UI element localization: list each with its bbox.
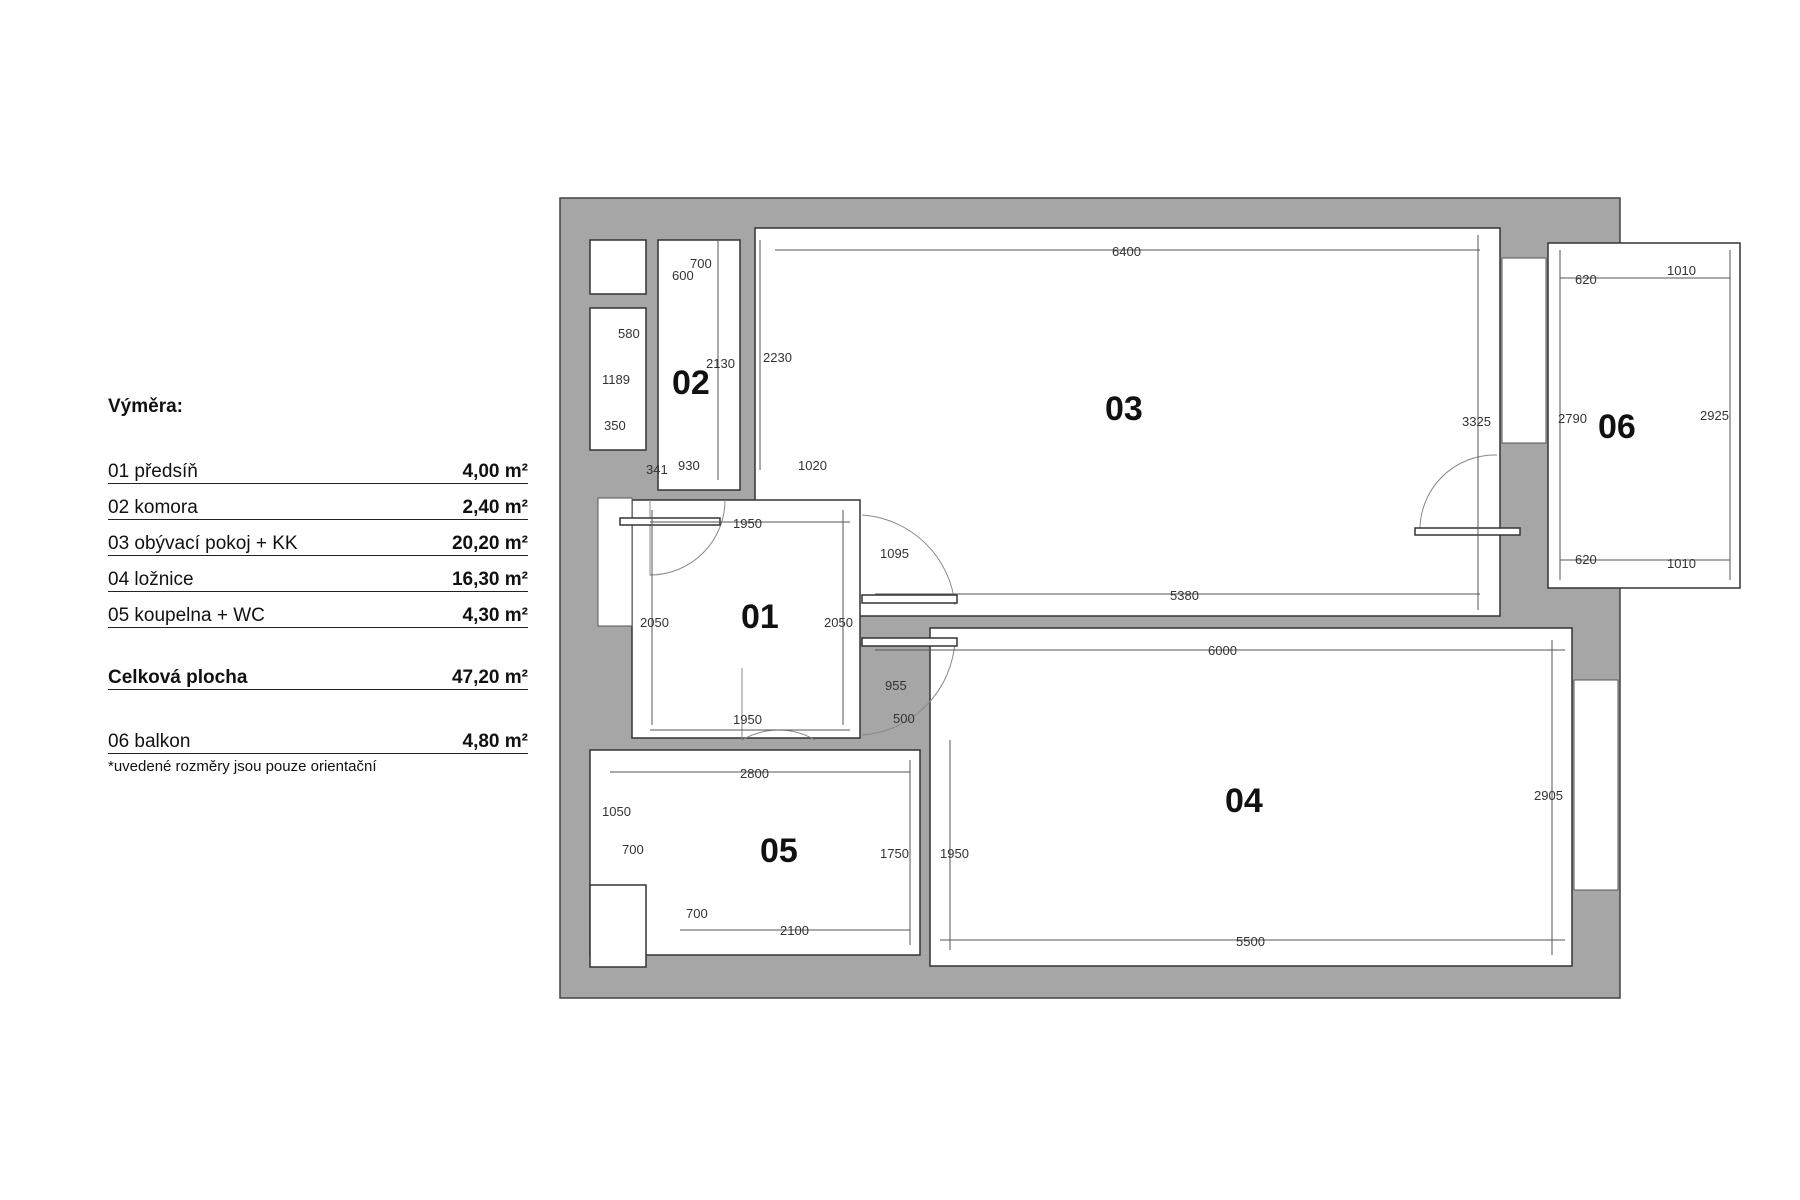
storage-niche (589, 307, 647, 451)
room-area: 2,40 m² (462, 497, 528, 518)
dim-label: 6400 (1112, 244, 1141, 259)
door-living (861, 514, 956, 606)
room-name: 01 předsíň (108, 461, 198, 482)
legend-row: 04 ložnice 16,30 m² (108, 560, 528, 592)
dim-label: 1950 (940, 846, 969, 861)
dim-label: 500 (893, 711, 915, 726)
window-living (1501, 257, 1547, 444)
dim-label: 5380 (1170, 588, 1199, 603)
legend-total-row: Celková plocha 47,20 m² (108, 658, 528, 690)
room-label-04: 04 (1225, 782, 1263, 820)
balcony-area: 4,80 m² (462, 731, 528, 752)
dim-label: 700 (690, 256, 712, 271)
room-02-storage (657, 239, 741, 491)
legend-balcony-row: 06 balkon 4,80 m² (108, 722, 528, 754)
room-name: 03 obývací pokoj + KK (108, 533, 298, 554)
balcony-label: 06 balkon (108, 731, 191, 752)
door-entrance (649, 499, 726, 576)
window-bedroom (1573, 679, 1619, 891)
total-label: Celková plocha (108, 667, 248, 688)
dim-label: 1010 (1667, 263, 1696, 278)
shaft-top (589, 239, 647, 295)
dim-label: 580 (618, 326, 640, 341)
room-label-01: 01 (741, 598, 779, 636)
room-area: 4,30 m² (462, 605, 528, 626)
dim-label: 2790 (1558, 411, 1587, 426)
shaft-bottom (589, 884, 647, 968)
room-label-06: 06 (1598, 408, 1636, 446)
dim-label: 1095 (880, 546, 909, 561)
dim-label: 2100 (780, 923, 809, 938)
dim-label: 5500 (1236, 934, 1265, 949)
room-04-bedroom (929, 627, 1573, 967)
room-label-02: 02 (672, 364, 710, 402)
dim-label: 2130 (706, 356, 735, 371)
room-01-hall (631, 499, 861, 739)
partition-wall-b (861, 637, 958, 647)
dim-label: 2050 (824, 615, 853, 630)
dim-label: 700 (686, 906, 708, 921)
door-bedroom (861, 639, 956, 736)
legend-row: 02 komora 2,40 m² (108, 488, 528, 520)
dim-label: 1020 (798, 458, 827, 473)
room-label-03: 03 (1105, 390, 1143, 428)
dim-label: 2800 (740, 766, 769, 781)
total-area: 47,20 m² (451, 667, 528, 688)
legend-row: 05 koupelna + WC 4,30 m² (108, 596, 528, 628)
dim-label: 3325 (1462, 414, 1491, 429)
room-name: 04 ložnice (108, 569, 194, 590)
room-name: 05 koupelna + WC (108, 605, 265, 626)
dim-label: 930 (678, 458, 700, 473)
legend-title: Výměra: (108, 396, 183, 417)
dim-label: 1950 (733, 712, 762, 727)
legend-row: 03 obývací pokoj + KK 20,20 m² (108, 524, 528, 556)
dim-label: 341 (646, 462, 668, 477)
balcony-06 (1547, 242, 1741, 589)
dim-label: 1189 (602, 372, 630, 387)
dim-label: 6000 (1208, 643, 1237, 658)
dim-label: 955 (885, 678, 907, 693)
kitchen-wall (1414, 527, 1521, 536)
room-area: 4,00 m² (462, 461, 528, 482)
dim-label: 600 (672, 268, 694, 283)
dim-label: 620 (1575, 552, 1597, 567)
door-balcony (1419, 454, 1498, 534)
partition-wall-a (861, 594, 958, 604)
dim-label: 2925 (1700, 408, 1729, 423)
area-legend: Výměra: 01 předsíň 4,00 m² 02 komora 2,4… (108, 396, 528, 775)
room-name: 02 komora (108, 497, 198, 518)
room-area: 16,30 m² (451, 569, 528, 590)
dim-label: 2050 (640, 615, 669, 630)
room-03-living (754, 227, 1501, 617)
dim-label: 1050 (602, 804, 631, 819)
dim-label: 2230 (763, 350, 792, 365)
room-label-05: 05 (760, 832, 798, 870)
dim-label: 2905 (1534, 788, 1563, 803)
disclaimer-note: *uvedené rozměry jsou pouze orientační (108, 758, 377, 775)
entrance-opening (597, 497, 633, 627)
dim-label: 1750 (880, 846, 909, 861)
dim-label: 620 (1575, 272, 1597, 287)
dim-label: 350 (604, 418, 626, 433)
dim-label: 1010 (1667, 556, 1696, 571)
legend-row: 01 předsíň 4,00 m² (108, 452, 528, 484)
dim-label: 700 (622, 842, 644, 857)
dim-label: 1950 (733, 516, 762, 531)
room-area: 20,20 m² (451, 533, 528, 554)
